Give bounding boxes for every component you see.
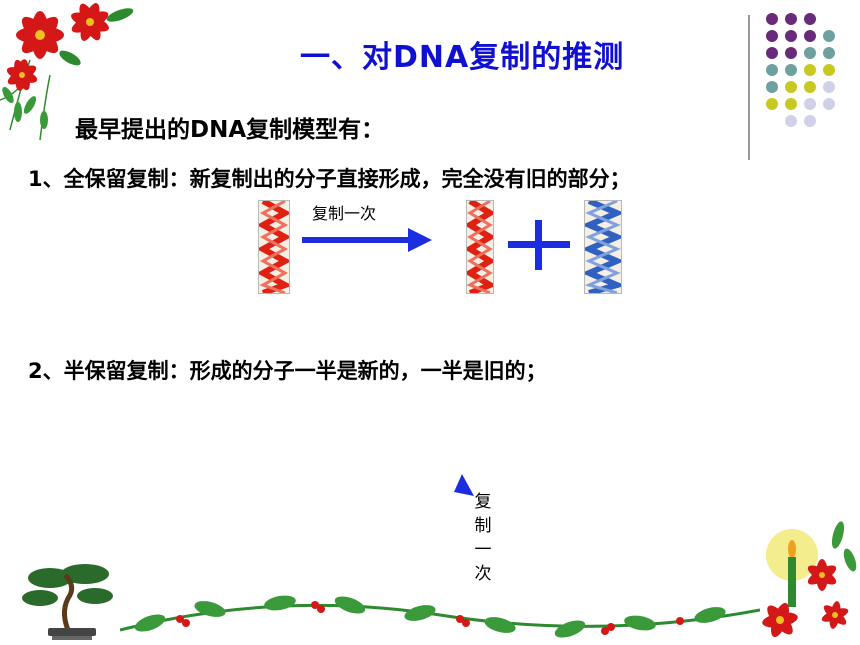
triangle-marker-icon [454,474,474,496]
poinsettia-corner-decoration [0,3,134,140]
dot-grid-decoration [766,13,835,127]
slide-subtitle: 最早提出的DNA复制模型有： [75,117,385,143]
bonsai-tree-decoration [22,564,113,640]
holly-garland-decoration [120,595,760,638]
semiconservative-replication-text: 2、半保留复制：形成的分子一半是新的，一半是旧的； [28,359,547,383]
vertical-char: 次 [474,564,492,584]
candle-flowers-decoration [762,521,857,638]
dna-conserved-red-helix [466,200,494,294]
vertical-char: 制 [474,516,492,536]
dna-parent-red-helix [258,200,290,294]
slide-title: 一、对DNA复制的推测 [300,40,625,75]
replication-arrow [302,228,432,252]
plus-icon [508,220,570,270]
replicate-once-label: 复制一次 [312,204,377,223]
dna-new-blue-helix [584,200,622,294]
replicate-once-vertical-label: 复 制 一 次 [472,490,494,586]
vertical-char: 一 [474,540,492,560]
vertical-divider [748,15,750,160]
vertical-char: 复 [474,492,492,512]
conservative-replication-text: 1、全保留复制：新复制出的分子直接形成，完全没有旧的部分； [28,167,631,191]
